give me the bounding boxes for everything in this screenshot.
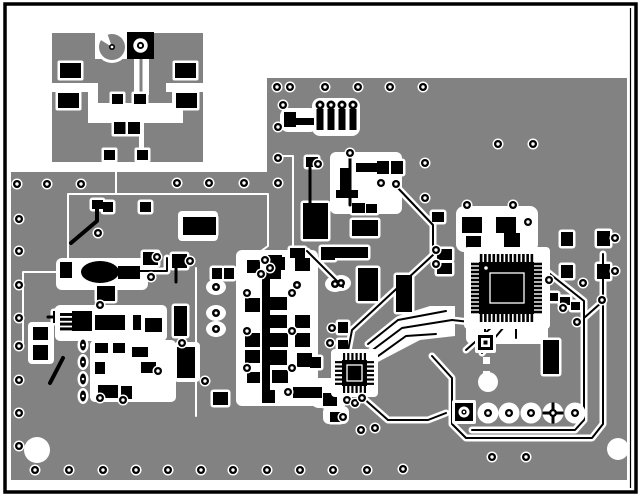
fiducial-and-test-pads	[475, 332, 498, 392]
mount-holes	[24, 437, 629, 463]
connector-pad-row	[452, 400, 586, 424]
rf-coax-connector	[127, 32, 154, 59]
vias-layer	[11, 81, 621, 476]
soic-ic	[55, 306, 95, 334]
plot-frame	[3, 2, 638, 494]
qfn-ic-secondary	[331, 349, 378, 397]
pin-header	[315, 100, 358, 130]
qfn-ic-main	[464, 247, 550, 329]
sub-board-coupon	[52, 30, 203, 163]
component-pads	[33, 112, 610, 422]
